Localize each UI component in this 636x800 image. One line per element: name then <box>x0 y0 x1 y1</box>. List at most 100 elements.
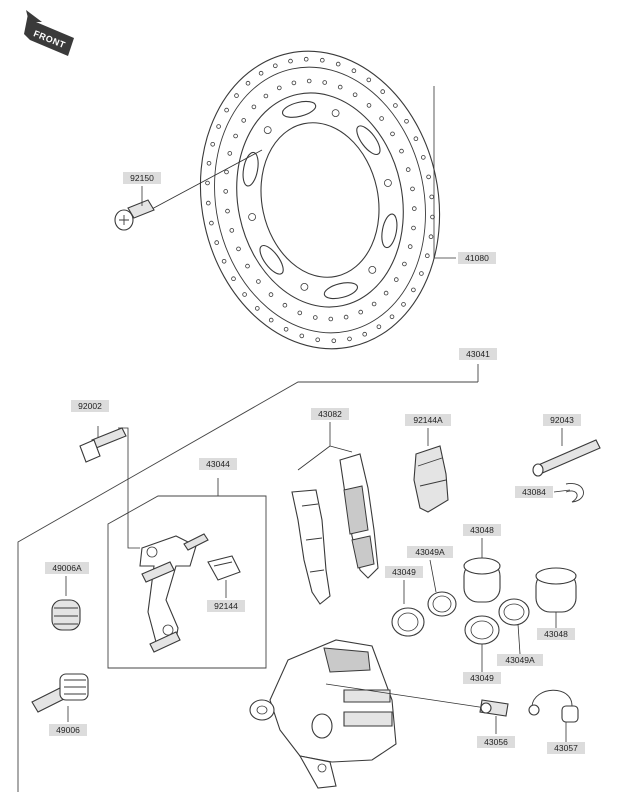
caliper-bolt <box>79 426 140 549</box>
label-p92002: 92002 <box>71 400 109 412</box>
leader-lines <box>141 86 456 259</box>
drill-hole <box>352 92 358 98</box>
disc-carrier-slots <box>242 100 398 300</box>
drill-hole <box>411 225 416 231</box>
drill-hole <box>268 317 274 323</box>
label-p43084: 43084 <box>515 486 553 498</box>
drill-hole <box>312 315 318 320</box>
drill-hole <box>241 118 247 123</box>
drill-hole <box>399 148 404 154</box>
label-p43082: 43082 <box>311 408 349 420</box>
drill-hole <box>424 253 430 259</box>
slide-pin <box>31 673 89 722</box>
drill-hole <box>383 290 389 296</box>
drill-hole <box>256 279 261 284</box>
drill-hole <box>376 324 382 330</box>
bleed-valve <box>479 699 509 734</box>
drill-hole <box>393 277 399 282</box>
label-p92150: 92150 <box>123 172 161 184</box>
drill-hole <box>236 246 241 252</box>
svg-text:43048: 43048 <box>470 525 494 535</box>
drill-hole <box>242 292 247 297</box>
drill-hole <box>224 107 229 113</box>
mount-hole <box>383 179 392 187</box>
drill-hole <box>234 93 239 98</box>
label-p43049A: 43049A <box>407 546 453 558</box>
drill-hole <box>426 174 431 180</box>
svg-text:92144: 92144 <box>214 601 238 611</box>
label-p43056: 43056 <box>477 736 515 748</box>
drill-hole <box>288 58 293 64</box>
svg-text:49006: 49006 <box>56 725 80 735</box>
svg-text:92043: 92043 <box>550 415 574 425</box>
svg-text:43057: 43057 <box>554 743 578 753</box>
drill-hole <box>224 169 229 175</box>
drill-hole <box>362 331 368 337</box>
drill-hole <box>245 80 251 86</box>
svg-text:92144A: 92144A <box>413 415 443 425</box>
piston-seal-upper <box>391 580 425 637</box>
drill-hole <box>268 292 274 297</box>
mount-hole <box>331 109 340 117</box>
drill-hole <box>335 61 341 67</box>
drill-hole <box>343 314 349 320</box>
drill-hole <box>303 56 309 62</box>
drill-hole <box>411 287 416 293</box>
bleed-cap <box>528 689 579 742</box>
mount-hole <box>368 265 377 274</box>
drill-hole <box>319 57 325 63</box>
drill-hole <box>227 151 233 156</box>
pad-spring <box>413 428 449 513</box>
label-p43049b: 43049 <box>463 672 501 684</box>
label-p92144: 92144 <box>207 600 245 612</box>
mount-hole <box>300 282 309 291</box>
caliper-holder <box>139 533 209 653</box>
drill-hole <box>328 316 334 322</box>
label-p49006: 49006 <box>49 724 87 736</box>
drill-hole <box>379 116 384 121</box>
svg-text:92150: 92150 <box>130 173 154 183</box>
carrier-slot <box>356 125 381 156</box>
label-p43057: 43057 <box>547 742 585 754</box>
drill-hole <box>420 155 426 160</box>
drill-hole <box>245 263 250 269</box>
front-direction-arrow: FRONT <box>24 10 74 56</box>
drill-hole <box>272 63 278 69</box>
drill-hole <box>210 142 216 147</box>
drill-hole <box>351 68 357 73</box>
label-p43048b: 43048 <box>537 628 575 640</box>
svg-text:43041: 43041 <box>466 349 490 359</box>
carrier-slot <box>281 100 317 118</box>
carrier-slot <box>242 151 259 187</box>
label-p43049a: 43049 <box>385 566 423 578</box>
piston-right <box>535 567 577 628</box>
pin-clip <box>553 483 584 503</box>
svg-text:43044: 43044 <box>206 459 230 469</box>
svg-text:43082: 43082 <box>318 409 342 419</box>
drill-hole <box>402 261 407 267</box>
drill-hole <box>223 189 229 194</box>
carrier-slot <box>323 282 359 300</box>
drill-hole <box>297 310 303 316</box>
drill-hole <box>306 78 312 84</box>
svg-text:43049: 43049 <box>470 673 494 683</box>
label-p49006A: 49006A <box>45 562 89 574</box>
svg-text:49006A: 49006A <box>52 563 82 573</box>
drill-hole <box>413 136 419 142</box>
label-p43041: 43041 <box>459 348 497 360</box>
drill-hole <box>390 131 395 137</box>
drill-hole <box>315 337 321 343</box>
drill-hole <box>276 85 282 91</box>
drill-hole <box>366 103 372 108</box>
drill-hole <box>429 194 435 200</box>
drill-hole <box>283 326 289 332</box>
drill-hole <box>393 103 398 108</box>
drill-hole <box>233 133 238 139</box>
svg-text:92002: 92002 <box>78 401 102 411</box>
drill-hole <box>419 271 424 276</box>
part-labels: 41080 92150 43041 92002 43082 92144A 920… <box>45 172 585 754</box>
piston-upper <box>463 538 501 603</box>
svg-text:43084: 43084 <box>522 487 546 497</box>
drill-hole <box>231 276 236 282</box>
